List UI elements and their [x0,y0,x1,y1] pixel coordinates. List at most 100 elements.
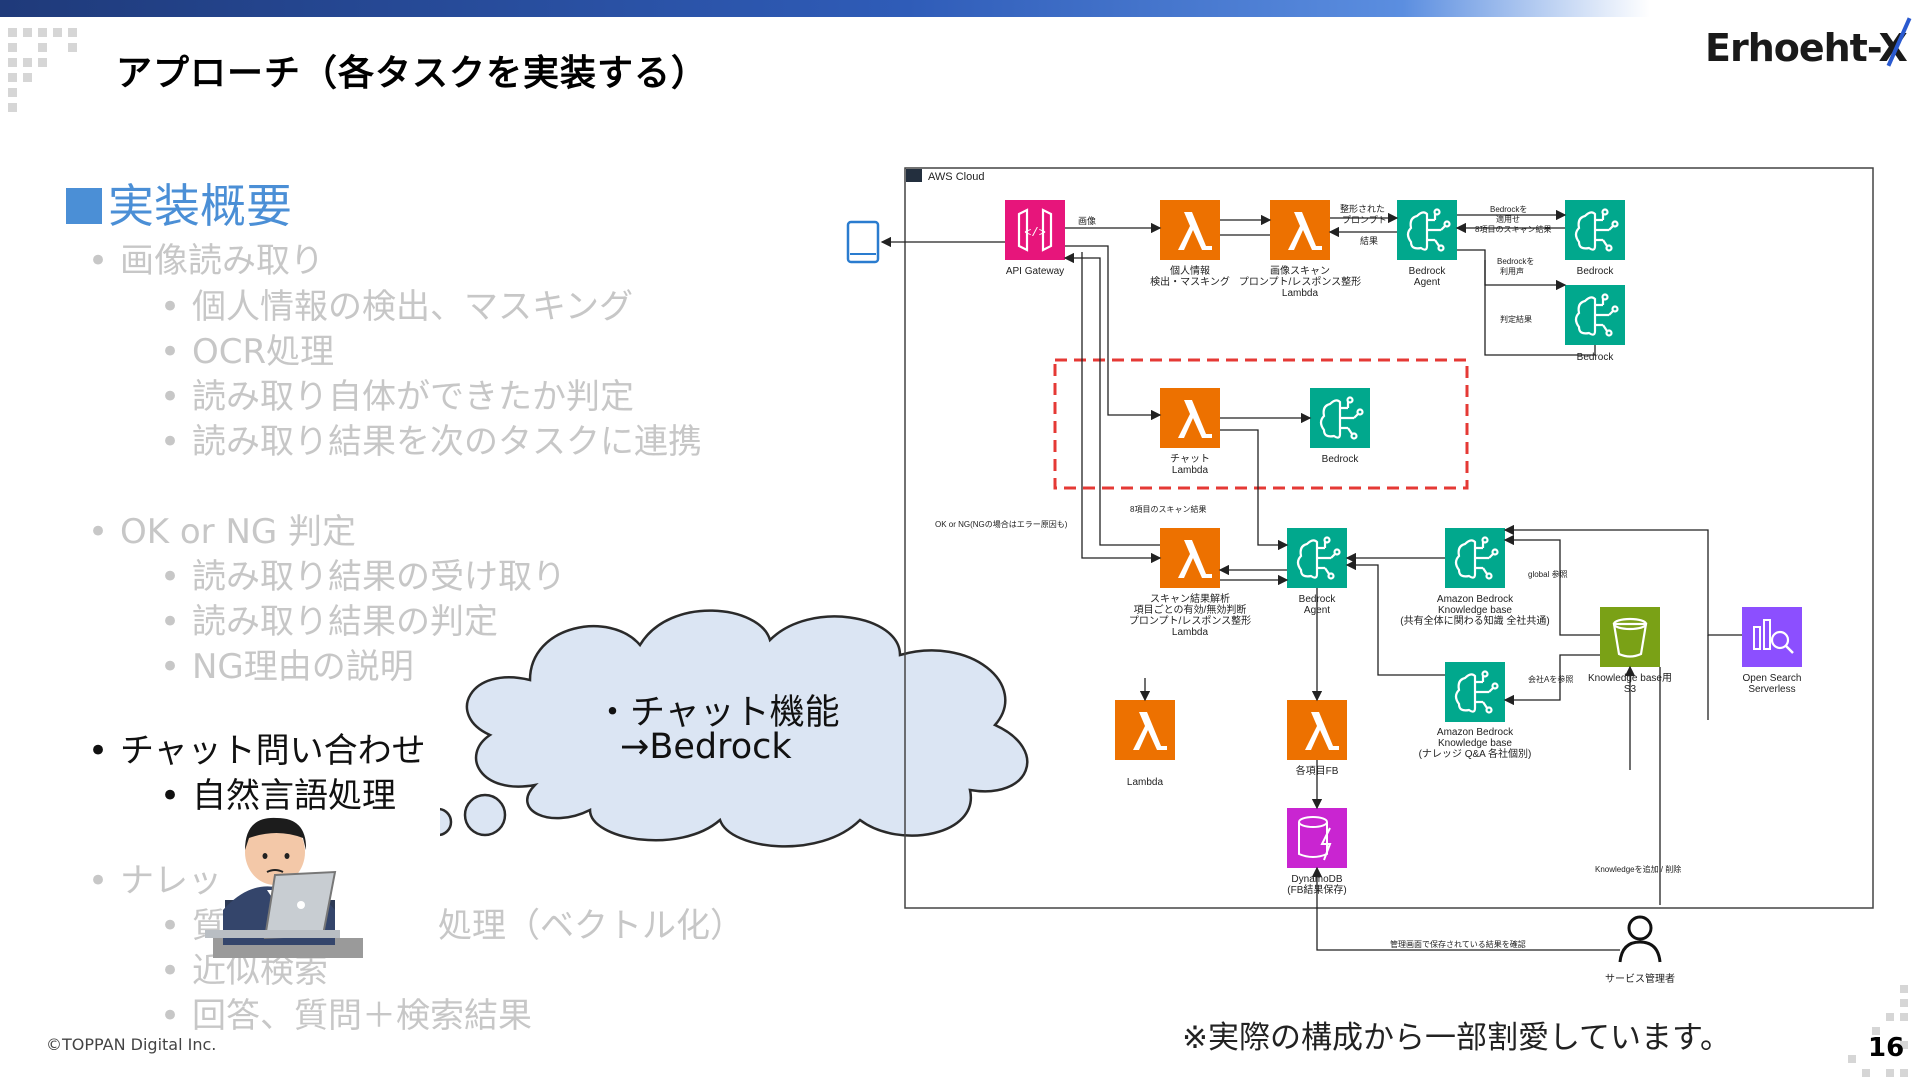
bullet-item: • 画像読み取り [88,233,324,282]
svg-text:スキャン結果解析: スキャン結果解析 [1150,592,1230,605]
svg-text:結果: 結果 [1360,235,1378,246]
thought-cloud [440,609,1029,848]
bullet-text: 読み取り結果の受け取り [192,557,566,597]
svg-text:画像: 画像 [1078,215,1096,226]
bullet-icon: • [160,906,181,946]
bullet-icon: • [88,861,109,901]
svg-text:整形された: 整形された [1340,203,1385,214]
bullet-text: 読み取り結果を次のタスクに連携 [192,422,702,462]
bullet-item: • OK or NG 判定 [88,504,356,553]
bedrock-agent-1-icon [1395,198,1459,262]
svg-text:OK or NG(NGの場合はエラー原因も): OK or NG(NGの場合はエラー原因も) [935,519,1068,529]
bullet-text: OK or NG 判定 [120,512,357,552]
sub-bullet-item: • 読み取り結果を次のタスクに連携 [160,414,702,463]
svg-text:チャット: チャット [1170,453,1210,465]
footnote-text: ※実際の構成から一部割愛しています。 [1182,1020,1731,1056]
svg-text:Open Search: Open Search [1743,673,1802,684]
sub-bullet-item: 処理（ベクトル化） [438,898,744,947]
mobile-device-icon [846,220,880,264]
svg-text:Lambda: Lambda [1172,465,1209,476]
svg-text:8項目のスキャン結果: 8項目のスキャン結果 [1130,504,1206,514]
bullet-item: • ナレッ [88,853,222,902]
apigw-label: API Gateway [1006,266,1064,277]
bullet-text: OCR処理 [192,332,335,372]
bullet-icon: • [160,602,181,642]
opensearch-icon [1742,607,1802,667]
svg-text:Bedrock: Bedrock [1577,266,1615,277]
svg-text:Amazon Bedrock: Amazon Bedrock [1437,727,1514,738]
decorative-dots [8,28,98,118]
top-accent-bar [0,0,1650,17]
bullet-text: 個人情報の検出、マスキング [192,287,633,327]
knowledge-base-2-icon [1443,660,1507,724]
aws-architecture-diagram: AWS Cloud </> API Gateway 個人情報 検出・マスキング … [846,167,1874,985]
bullet-icon: • [88,512,109,552]
corner-decorative-dots [1840,985,1920,1080]
svg-text:Serverless: Serverless [1748,684,1795,695]
bullet-icon: • [160,951,181,991]
bullet-text: 画像読み取り [120,241,324,281]
bullet-text: 処理（ベクトル化） [438,906,744,946]
bullet-icon: • [160,422,181,462]
svg-text:検出・マスキング: 検出・マスキング [1150,275,1230,288]
bullet-icon: • [160,557,181,597]
bullet-icon: • [160,377,181,417]
svg-text:Agent: Agent [1414,277,1440,288]
aws-cloud-label: AWS Cloud [928,171,984,183]
svg-text:管理画面で保存されている結果を確認: 管理画面で保存されている結果を確認 [1390,939,1526,949]
svg-text:global 参照: global 参照 [1528,569,1568,579]
bullet-icon: • [160,776,181,816]
logo-text: Erhoeht-X [1705,26,1908,70]
svg-text:Amazon Bedrock: Amazon Bedrock [1437,594,1514,605]
svg-text:個人情報: 個人情報 [1170,264,1210,277]
copyright-text: ©TOPPAN Digital Inc. [46,1035,217,1054]
svg-text:Lambda: Lambda [1282,288,1319,299]
bedrock-b-icon [1563,283,1627,347]
bullet-icon: • [160,996,181,1036]
bullet-icon: • [88,241,109,281]
brand-logo: Erhoeht-X [1705,17,1912,70]
bullet-icon: • [160,647,181,687]
svg-text:項目ごとの有効/無効判断: 項目ごとの有効/無効判断 [1134,603,1247,616]
s3-bucket-icon [1600,607,1660,667]
sub-bullet-item: •読み取り結果の判定 [160,594,498,643]
page-number: 16 [1868,1033,1905,1063]
svg-text:画像スキャン: 画像スキャン [1270,265,1330,277]
bullet-text: 自然言語処理 [192,776,396,816]
person-at-laptop-illustration [205,817,363,958]
bullet-text: ナレッ [120,861,222,901]
sub-bullet-item: • 個人情報の検出、マスキング [160,279,633,328]
admin-user-icon [1618,915,1662,963]
bullet-icon: • [88,731,109,771]
svg-text:Bedrock: Bedrock [1409,266,1447,277]
sub-bullet-item: • 読み取り自体ができたか判定 [160,369,634,418]
diagram-connectors [880,209,1742,951]
callout-line-2: →Bedrock [620,727,792,767]
section-heading: 実装概要 [66,170,292,236]
bedrock-a-icon [1563,198,1627,262]
svg-text:プロンプト/レスポンス整形: プロンプト/レスポンス整形 [1239,275,1361,288]
slide-title: アプローチ（各タスクを実装する） [116,53,709,94]
svg-text:Lambda: Lambda [1127,777,1164,788]
svg-text:(共有全体に関わる知識 全社共通): (共有全体に関わる知識 全社共通) [1400,614,1549,627]
knowledge-base-1-icon [1443,526,1507,590]
callout-line-1: ・チャット機能 [595,693,840,733]
svg-text:</>: </> [1024,226,1046,240]
api-gateway-icon: </> [1005,200,1065,260]
bullet-text: NG理由の説明 [192,647,414,687]
dynamodb-icon [1287,808,1347,868]
svg-text:Knowledgeを追加 / 削除: Knowledgeを追加 / 削除 [1595,864,1681,874]
svg-text:Lambda: Lambda [1172,627,1209,638]
svg-text:判定結果: 判定結果 [1500,314,1532,324]
sub-bullet-item: •回答、質問＋検索結果 [160,988,532,1037]
bullet-item: •チャット問い合わせ [88,723,426,772]
bullet-icon: • [160,287,181,327]
svg-text:Bedrock: Bedrock [1322,454,1360,465]
sub-bullet-item: • 自然言語処理 [160,768,396,817]
svg-text:プロンプト: プロンプト [1342,215,1387,225]
svg-text:利用声: 利用声 [1500,266,1524,276]
edge-labels: 画像 整形された プロンプト 結果 Bedrockを 適用せ 8項目のスキャン結… [935,203,1681,949]
bullet-text: 読み取り自体ができたか判定 [192,377,634,417]
sub-bullet-item: • NG理由の説明 [160,639,414,688]
bedrock-chat-icon [1308,386,1372,450]
